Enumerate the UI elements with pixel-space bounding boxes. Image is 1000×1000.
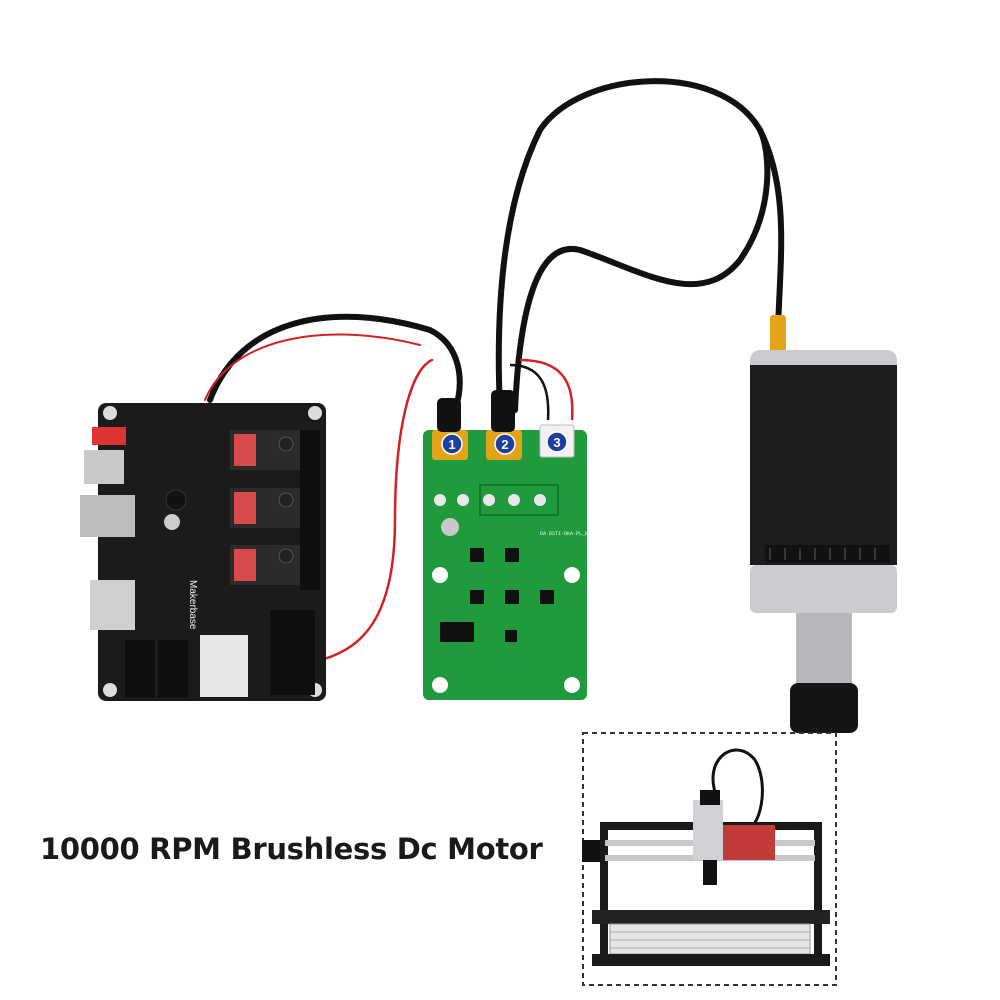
connector-badge-1: 1: [441, 433, 463, 455]
controller-brand-label: Makerbase: [187, 580, 198, 630]
cnc-machine-icon: [582, 748, 830, 966]
product-caption: 10000 RPM Brushless Dc Motor: [40, 832, 543, 866]
sensor-wires: [509, 358, 574, 421]
controller-board: [80, 403, 326, 701]
connector-number: 3: [553, 435, 560, 450]
connector-badge-2: 2: [494, 433, 516, 455]
connector-number: 2: [501, 437, 508, 452]
motor-cable: [495, 78, 785, 413]
spindle-motor-icon: [750, 315, 897, 733]
driver-board: DA DSTI-OKA-PL_B: [423, 390, 588, 700]
connector-number: 1: [448, 437, 455, 452]
power-cable: [204, 313, 463, 662]
driver-silkscreen: DA DSTI-OKA-PL_B: [540, 531, 588, 537]
connector-badge-3: 3: [546, 431, 568, 453]
